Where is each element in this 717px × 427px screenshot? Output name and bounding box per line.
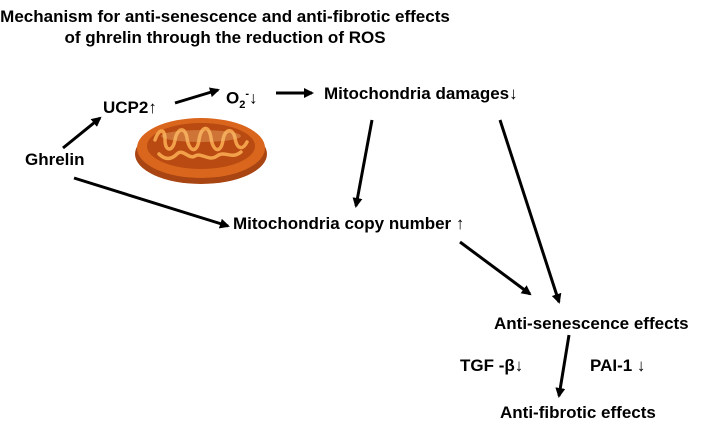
- mitochondrion-icon: [135, 118, 267, 184]
- node-o2: O2-↓: [226, 84, 258, 115]
- title-line-1: Mechanism for anti-senescence and anti-f…: [0, 7, 450, 26]
- o2-superscript: -: [245, 88, 250, 100]
- title-line-2: of ghrelin through the reduction of ROS: [64, 28, 386, 47]
- node-tgf-beta: TGF -β↓: [460, 356, 524, 375]
- node-mito-damage: Mitochondria damages↓: [324, 84, 518, 103]
- node-pai1: PAI-1 ↓: [590, 356, 646, 375]
- node-anti-senescence: Anti-senescence effects: [494, 314, 689, 333]
- node-mito-copy: Mitochondria copy number ↑: [233, 214, 465, 233]
- arrow-ghrelin-to-mito-copy: [73, 176, 230, 229]
- node-ucp2: UCP2↑: [103, 98, 157, 117]
- arrow-ucp2-to-o2: [174, 87, 220, 105]
- node-ghrelin: Ghrelin: [25, 150, 85, 169]
- arrow-mito-damage-to-anti-senescence: [498, 119, 562, 304]
- node-anti-fibrotic: Anti-fibrotic effects: [500, 403, 656, 422]
- arrow-anti-senescence-to-anti-fibrotic: [555, 334, 571, 398]
- arrow-ghrelin-to-ucp2: [62, 116, 102, 150]
- o2-subscript: 2: [239, 99, 246, 112]
- arrow-mito-damage-to-mito-copy: [352, 119, 374, 208]
- o2-base: O: [226, 88, 240, 108]
- o2-arrow: ↓: [249, 88, 258, 108]
- diagram-title: Mechanism for anti-senescence and anti-f…: [0, 6, 450, 48]
- arrow-mito-copy-to-anti-senescence: [459, 240, 532, 296]
